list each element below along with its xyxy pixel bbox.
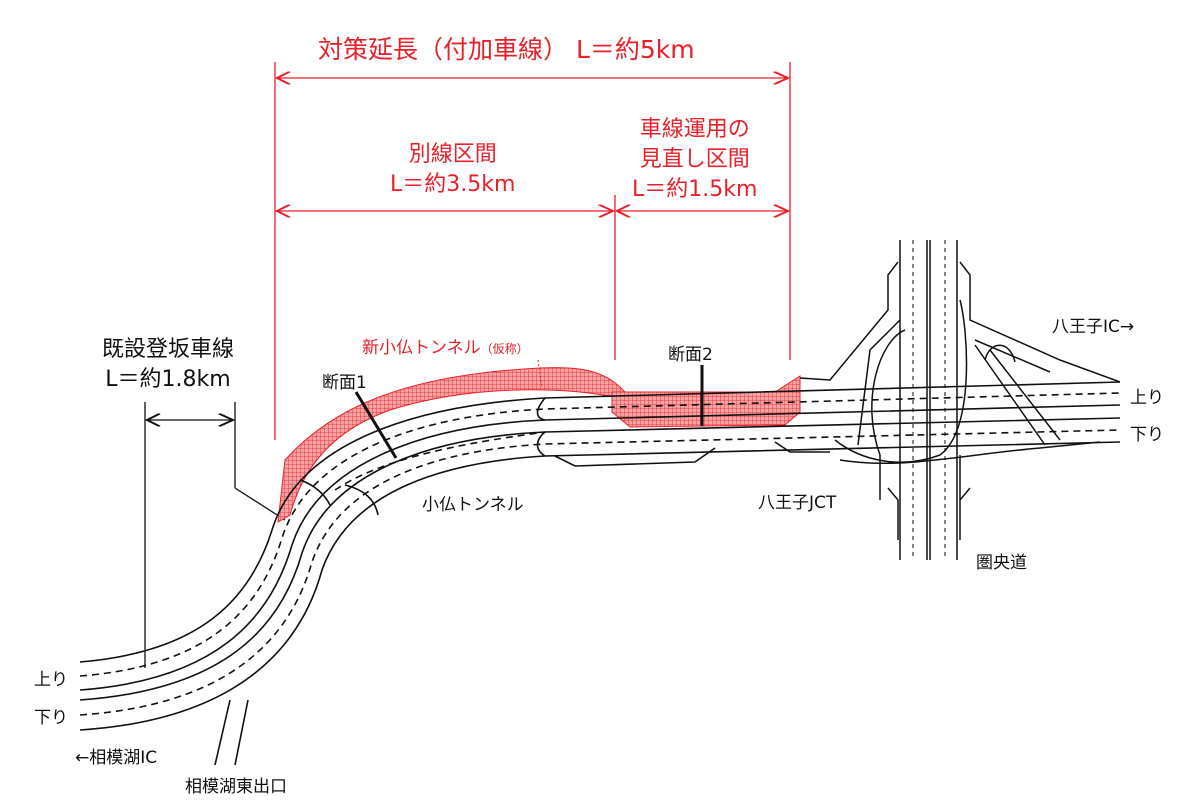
lane-review-line2: 見直し区間 bbox=[639, 147, 750, 172]
hachioji-ic-label: 八王子IC→ bbox=[1052, 317, 1135, 337]
sagamiko-ic-label: ←相模湖IC bbox=[75, 748, 158, 768]
hachioji-jct-label: 八王子JCT bbox=[758, 493, 837, 513]
lane-review-band bbox=[611, 375, 801, 428]
new-tunnel-name: 新小仏トンネル bbox=[362, 338, 481, 358]
sagamiko-higashi-exit-label: 相模湖東出口 bbox=[185, 777, 287, 797]
title: 対策延長（付加車線） L＝約5km bbox=[318, 35, 695, 64]
bypass-section-label: 別線区間 L＝約3.5km bbox=[390, 140, 515, 200]
bypass-section-length: L＝約3.5km bbox=[390, 172, 516, 197]
climbing-lane-dimension bbox=[144, 402, 286, 668]
ken-o-do-label: 圏央道 bbox=[976, 553, 1027, 573]
section1-label: 断面1 bbox=[322, 373, 367, 393]
bypass-section-name: 別線区間 bbox=[408, 142, 497, 167]
kobotoke-tunnel-label: 小仏トンネル bbox=[422, 495, 524, 515]
lane-review-section-label: 車線運用の 見直し区間 L＝約1.5km bbox=[632, 115, 757, 205]
red-dimension-lines bbox=[274, 62, 791, 440]
existing-climbing-lane-label: 既設登坂車線 L＝約1.8km bbox=[102, 335, 234, 395]
up-direction-left: 上り bbox=[34, 670, 68, 690]
main-expressway bbox=[79, 381, 1121, 766]
lane-review-line1: 車線運用の bbox=[639, 117, 750, 142]
new-tunnel-note: （仮称） bbox=[480, 342, 529, 356]
lane-review-length: L＝約1.5km bbox=[632, 177, 758, 202]
climbing-lane-name: 既設登坂車線 bbox=[102, 337, 235, 362]
climbing-lane-length: L＝約1.8km bbox=[105, 367, 231, 392]
section1-line bbox=[354, 391, 398, 459]
hachioji-jct bbox=[799, 240, 1121, 560]
section2-label: 断面2 bbox=[668, 345, 713, 365]
new-tunnel-label: 新小仏トンネル（仮称） bbox=[362, 333, 529, 358]
down-direction-left: 下り bbox=[34, 708, 68, 728]
down-direction-right: 下り bbox=[1130, 425, 1164, 445]
up-direction-right: 上り bbox=[1130, 388, 1164, 408]
